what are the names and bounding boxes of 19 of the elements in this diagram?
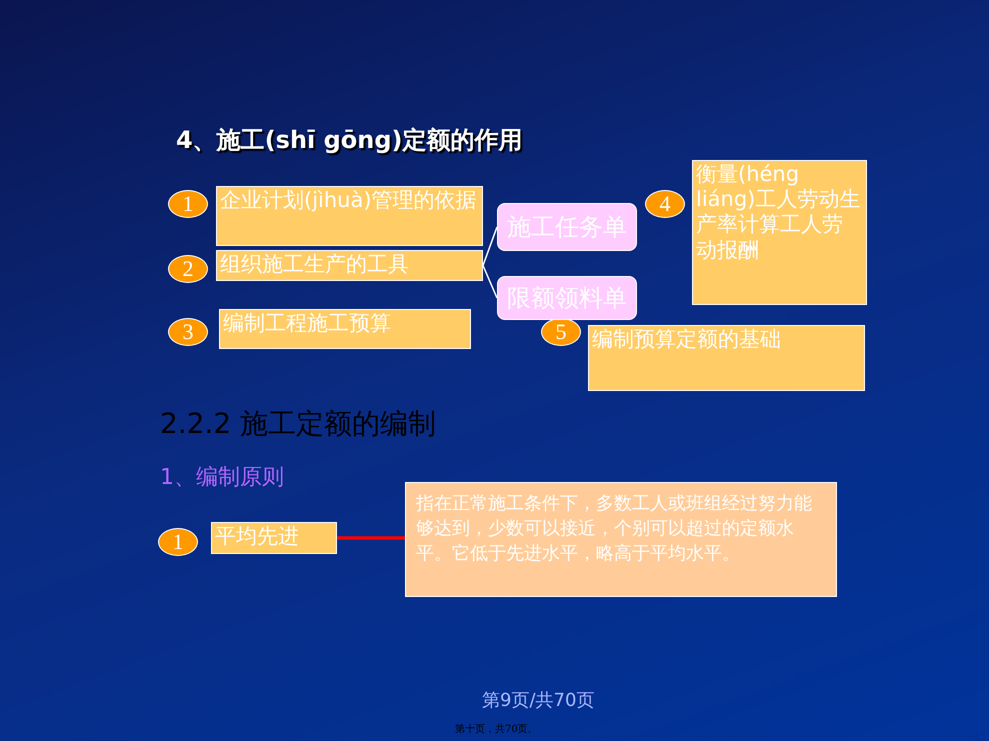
number-badge: 1 xyxy=(158,528,198,556)
number-badge: 2 xyxy=(168,255,208,283)
slide-title: 4、施工(shī gōng)定额的作用 xyxy=(176,125,523,156)
page-number: 第9页/共70页 xyxy=(482,689,594,712)
connector-line xyxy=(337,536,405,540)
section-heading: 2.2.2 施工定额的编制 xyxy=(160,406,436,442)
item-box: 衡量(héng liáng)工人劳动生产率计算工人劳动报酬 xyxy=(692,160,867,305)
item-box: 编制工程施工预算 xyxy=(219,309,471,349)
page-footer: 第十页，共70页。 xyxy=(455,722,538,736)
number-badge: 1 xyxy=(168,190,208,218)
number-badge: 3 xyxy=(168,318,208,346)
item-box: 编制预算定额的基础 xyxy=(588,325,865,391)
description-box: 指在正常施工条件下，多数工人或班组经过努力能够达到，少数可以接近，个别可以超过的定额水平。它低于先进水平，略高于平均水平。 xyxy=(405,482,837,597)
item-box: 企业计划(jìhuà)管理的依据 xyxy=(216,186,483,246)
item-box: 组织施工生产的工具 xyxy=(216,250,483,281)
number-badge: 4 xyxy=(645,190,685,218)
subsection-heading: 1、编制原则 xyxy=(160,464,284,492)
item-box: 平均先进 xyxy=(211,522,337,554)
number-badge: 5 xyxy=(541,318,581,346)
